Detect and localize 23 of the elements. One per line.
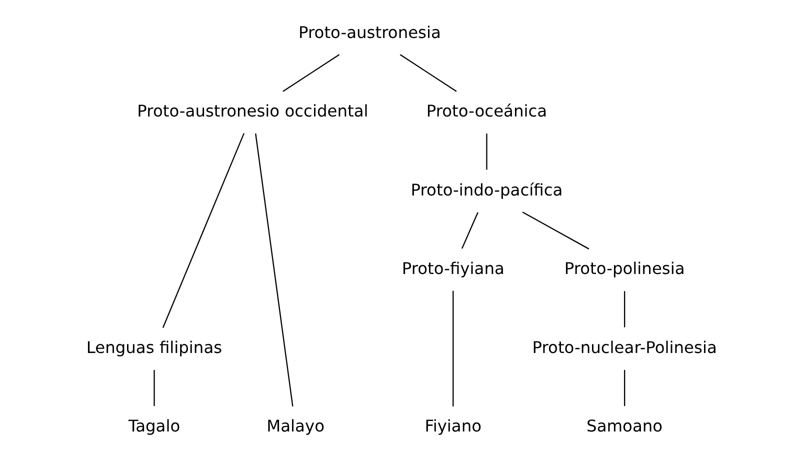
node-text: Proto-oceánica xyxy=(426,102,548,121)
node-text: Samoano xyxy=(586,416,663,436)
connector xyxy=(162,133,245,328)
connector xyxy=(282,54,340,92)
node-text: Proto-fiyiana xyxy=(402,259,504,278)
connector xyxy=(522,212,590,250)
connector xyxy=(624,370,626,406)
connector xyxy=(624,291,626,328)
node-text: Proto-nuclear-Polinesia xyxy=(532,338,717,357)
connector xyxy=(452,290,454,406)
connector xyxy=(154,370,155,406)
node-text: Fiyiano xyxy=(424,416,482,436)
node-text: Proto-indo-pacífica xyxy=(410,180,563,200)
connector xyxy=(400,54,457,92)
node-text: Proto-austronesia xyxy=(298,22,441,42)
node-text: Tagalo xyxy=(128,416,180,436)
connector xyxy=(461,212,478,249)
connector xyxy=(255,133,294,406)
node-text: Malayo xyxy=(266,416,325,436)
node-text: Lenguas filipinas xyxy=(86,338,222,357)
connector xyxy=(486,134,488,170)
node-text: Proto-austronesio occidental xyxy=(137,102,368,121)
node-text: Proto-polinesia xyxy=(564,259,685,278)
